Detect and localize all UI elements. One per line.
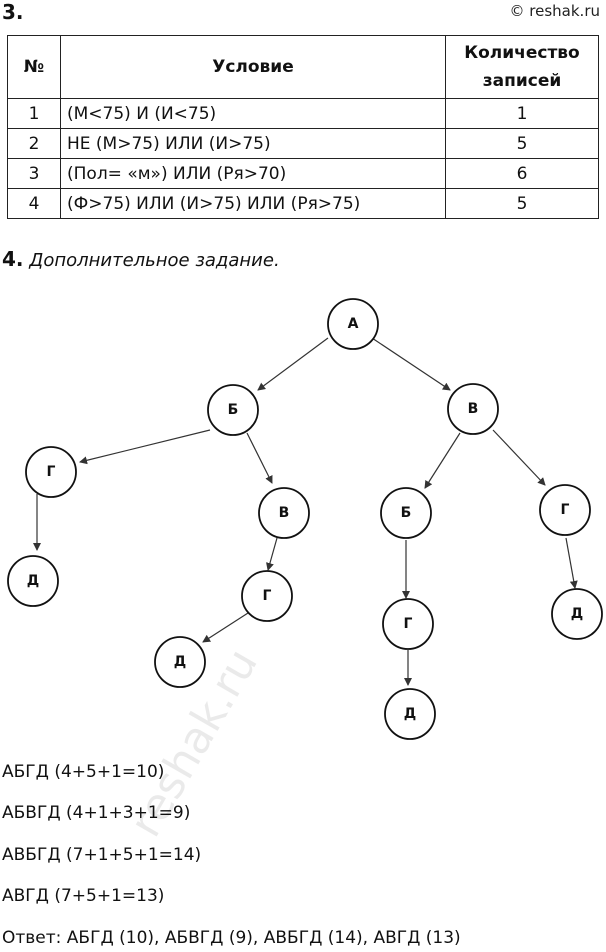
node-label: Г [404, 616, 413, 632]
site-credit: © reshak.ru [509, 2, 600, 20]
header-count-line1: Количество [464, 43, 580, 63]
row-condition: НЕ (М>75) ИЛИ (И>75) [60, 128, 446, 159]
edge [424, 432, 461, 489]
table-row: 4 (Ф>75) ИЛИ (И>75) ИЛИ (Ря>75) 5 [7, 188, 599, 219]
section-4-number: 4. [2, 247, 24, 271]
tree-node [384, 688, 436, 740]
answer-line: Ответ: АБГД (10), АБВГД (9), АВБГД (14),… [2, 928, 461, 948]
task-number: 3. [2, 0, 24, 24]
path-line: АВБГД (7+1+5+1=14) [2, 845, 202, 865]
header-count-line2: записей [482, 71, 562, 91]
row-num: 4 [7, 188, 61, 219]
tree-node [447, 383, 499, 435]
row-condition: (М<75) И (И<75) [60, 98, 446, 129]
row-count: 5 [445, 188, 599, 219]
node-label: Г [561, 502, 570, 518]
tree-node [551, 588, 603, 640]
row-num: 1 [7, 98, 61, 129]
node-label: Д [27, 573, 39, 589]
tree-node [380, 487, 432, 539]
node-label: Г [47, 464, 56, 480]
conditions-table: № Условие Количество записей 1 (М<75) И … [7, 35, 599, 219]
edge [79, 429, 211, 465]
tree-node [25, 446, 77, 498]
tree-node [207, 384, 259, 436]
header-condition: Условие [60, 35, 446, 99]
node-label: Д [571, 606, 583, 622]
tree-node [241, 570, 293, 622]
header-count: Количество записей [445, 35, 599, 99]
row-count: 5 [445, 128, 599, 159]
tree-node [154, 636, 206, 688]
node-label: Б [401, 505, 412, 521]
header-num: № [7, 35, 61, 99]
node-label: В [468, 401, 479, 417]
table-row: 3 (Пол= «м») ИЛИ (Ря>70) 6 [7, 158, 599, 189]
tree-node [539, 484, 591, 536]
row-condition: (Ф>75) ИЛИ (И>75) ИЛИ (Ря>75) [60, 188, 446, 219]
row-num: 2 [7, 128, 61, 159]
section-4-title: Дополнительное задание. [29, 250, 280, 271]
tree-node [7, 555, 59, 607]
edge [202, 612, 249, 643]
tree-node [258, 487, 310, 539]
path-line: АВГД (7+5+1=13) [2, 886, 165, 906]
edge [266, 537, 278, 571]
node-label: А [348, 316, 359, 332]
tree-node [382, 598, 434, 650]
row-condition: (Пол= «м») ИЛИ (Ря>70) [60, 158, 446, 189]
tree-diagram: А Б В Г Д В Г Д Б Г Д Г Д [7, 298, 603, 740]
row-count: 6 [445, 158, 599, 189]
row-count: 1 [445, 98, 599, 129]
node-label: В [279, 505, 290, 521]
node-label: Г [263, 588, 272, 604]
edge [257, 337, 329, 391]
page-header: 3. © reshak.ru [0, 0, 606, 30]
table-row: 2 НЕ (М>75) ИЛИ (И>75) 5 [7, 128, 599, 159]
edge [565, 537, 578, 589]
table-row: 1 (М<75) И (И<75) 1 [7, 98, 599, 129]
tree-node [327, 298, 379, 350]
edge [492, 429, 546, 486]
node-label: Д [174, 654, 186, 670]
path-line: АБВГД (4+1+3+1=9) [2, 803, 191, 823]
edge [371, 337, 451, 391]
node-label: Д [404, 706, 416, 722]
table-header-row: № Условие Количество записей [7, 35, 599, 99]
node-label: Б [228, 402, 239, 418]
edge [246, 432, 273, 484]
row-num: 3 [7, 158, 61, 189]
section-4-heading: 4. Дополнительное задание. [2, 247, 280, 271]
path-line: АБГД (4+5+1=10) [2, 762, 165, 782]
